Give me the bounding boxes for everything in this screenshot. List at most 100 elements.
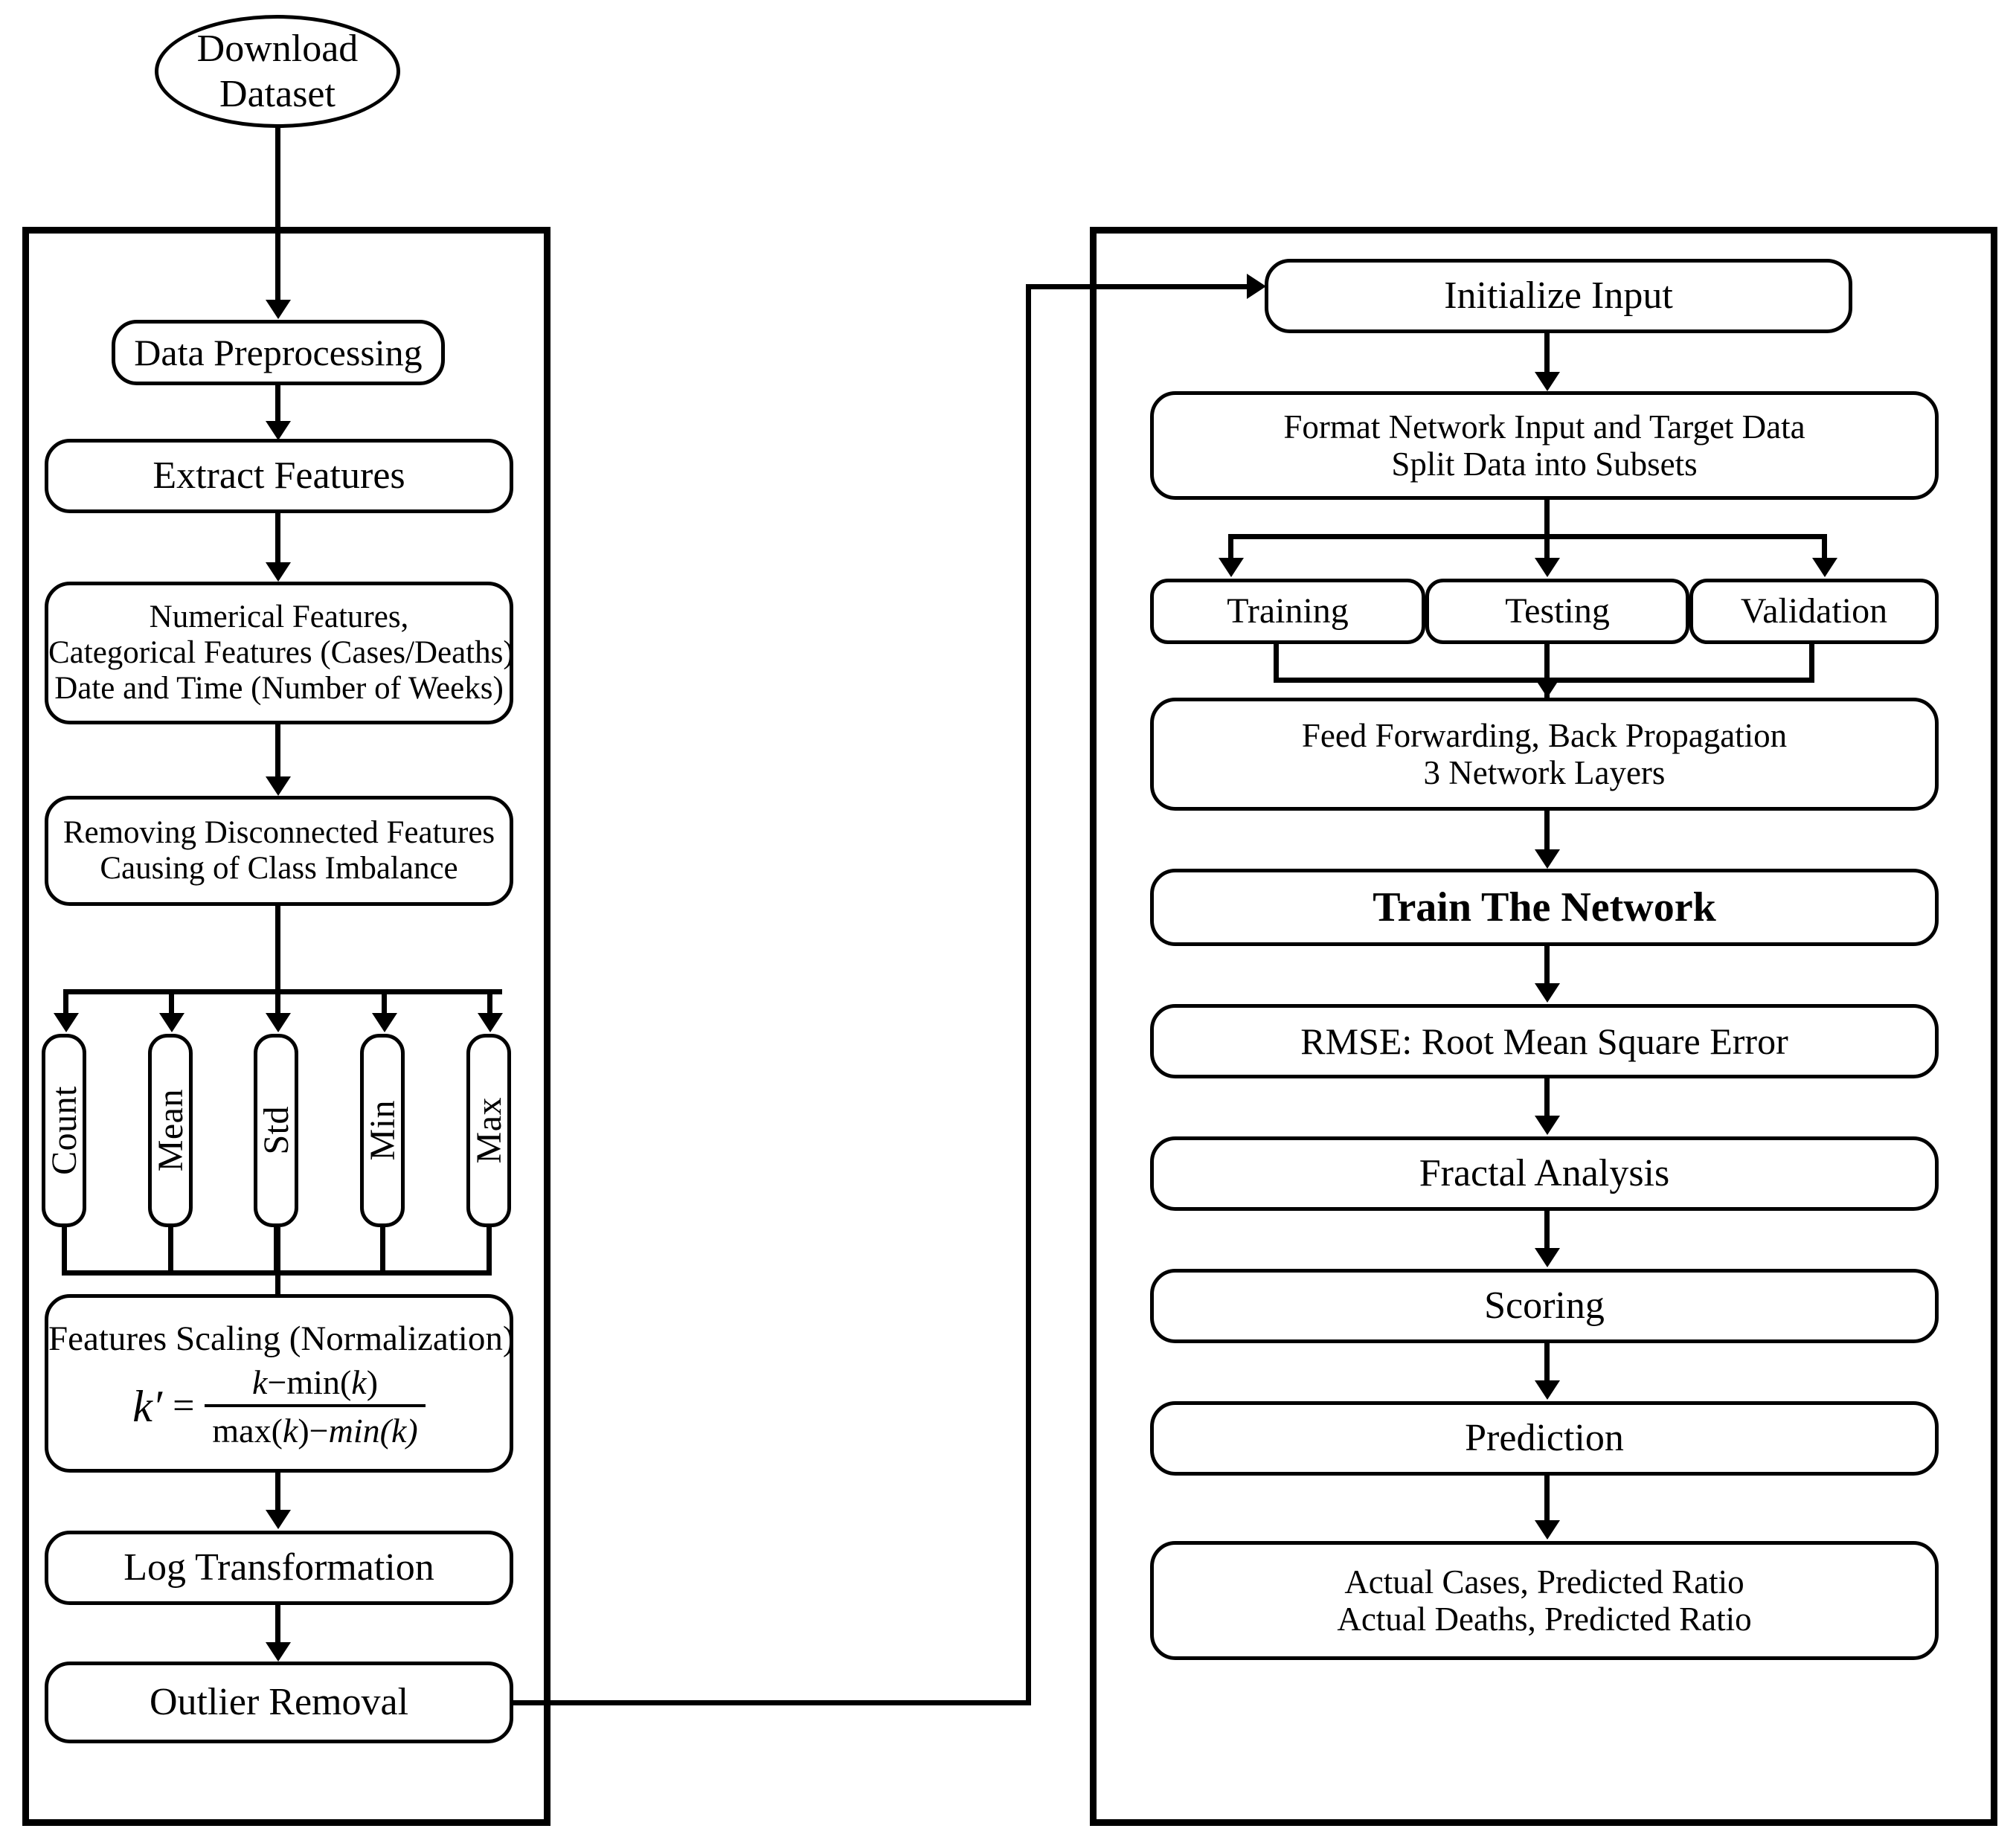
connector-prediction-to-results (1544, 1476, 1550, 1529)
arrow-to-initialize-input (1247, 274, 1266, 299)
connector-start-to-panel (275, 126, 280, 234)
formula-num-min-close: ) (366, 1363, 379, 1401)
stat-node-count: Count (42, 1034, 86, 1227)
arrow-to-validation (1812, 558, 1837, 577)
merge-from-min (380, 1227, 385, 1276)
node-outlier-removal: Outlier Removal (45, 1662, 513, 1743)
stat-node-mean: Mean (148, 1034, 193, 1227)
arrow-to-min (372, 1013, 397, 1032)
node-results: Actual Cases, Predicted Ratio Actual Dea… (1150, 1541, 1939, 1660)
node-format-network-input: Format Network Input and Target Data Spl… (1150, 391, 1939, 500)
connector-fractal-to-scoring (1544, 1211, 1550, 1257)
node-data-preprocessing-label: Data Preprocessing (134, 332, 423, 373)
connector-panel-to-preprocessing (275, 234, 280, 309)
formula-equals: = (173, 1385, 195, 1428)
node-fractal-analysis: Fractal Analysis (1150, 1136, 1939, 1211)
node-fractal-analysis-label: Fractal Analysis (1419, 1151, 1670, 1194)
crosslink-top-to-initialize (1026, 284, 1253, 289)
arrow-to-rmse (1535, 983, 1560, 1003)
normalization-formula: k′ = k−min(k) max(k)−min(k) (132, 1363, 426, 1450)
stat-node-max-label: Max (469, 1097, 509, 1164)
node-features-scaling: Features Scaling (Normalization) k′ = k−… (45, 1294, 515, 1473)
node-feedforward-line-2: 3 Network Layers (1423, 754, 1666, 791)
subset-split-bus (1228, 534, 1827, 539)
connector-log-to-outlier (275, 1605, 280, 1651)
crosslink-outlier-right (510, 1700, 1031, 1705)
branch-to-min (382, 989, 387, 1020)
stat-node-min-label: Min (362, 1100, 402, 1161)
node-extract-features-label: Extract Features (153, 454, 405, 497)
subset-node-training: Training (1150, 579, 1425, 644)
arrow-to-feature-types (266, 562, 291, 582)
arrow-to-log-transformation (266, 1510, 291, 1529)
connector-format-to-subset-bus (1544, 500, 1550, 538)
formula-lhs: k′ (132, 1381, 163, 1431)
merge-from-max (487, 1227, 492, 1276)
connector-initialize-to-format (1544, 333, 1550, 381)
merge-from-count (62, 1227, 67, 1276)
stat-node-mean-label: Mean (150, 1089, 190, 1172)
crosslink-vertical-up (1026, 284, 1031, 1703)
split-bus-top (63, 989, 502, 994)
node-scoring-label: Scoring (1484, 1284, 1605, 1327)
subset-node-validation-label: Validation (1740, 591, 1888, 631)
formula-den-minus: − (309, 1412, 329, 1450)
formula-den-max: max( (212, 1412, 283, 1450)
node-prediction: Prediction (1150, 1401, 1939, 1476)
merge-from-validation (1809, 644, 1814, 683)
node-feedforward-line-1: Feed Forwarding, Back Propagation (1301, 716, 1788, 754)
node-log-transformation-label: Log Transformation (123, 1546, 434, 1589)
node-removing-disconnected: Removing Disconnected Features Causing o… (45, 796, 513, 906)
connector-bus-to-scaling (275, 1227, 280, 1294)
subset-node-testing-label: Testing (1505, 591, 1610, 631)
connector-scoring-to-prediction (1544, 1343, 1550, 1389)
start-node-download-dataset: Download Dataset (155, 15, 400, 128)
formula-den-max-var: k (282, 1412, 298, 1450)
subset-node-testing: Testing (1425, 579, 1689, 644)
arrow-to-format-network-input (1535, 372, 1560, 391)
arrow-to-results (1535, 1520, 1560, 1540)
formula-num-minus: − (267, 1363, 287, 1401)
branch-to-count (63, 989, 68, 1020)
stat-node-max: Max (466, 1034, 511, 1227)
node-format-line-2: Split Data into Subsets (1391, 446, 1698, 483)
node-rmse: RMSE: Root Mean Square Error (1150, 1004, 1939, 1078)
arrow-to-feed-forward (1535, 678, 1560, 698)
branch-to-max (487, 989, 492, 1020)
node-outlier-removal-label: Outlier Removal (149, 1680, 409, 1723)
node-feature-types-line-1: Numerical Features, (149, 599, 409, 634)
node-features-scaling-label: Features Scaling (Normalization) (48, 1319, 515, 1359)
stat-node-min: Min (360, 1034, 405, 1227)
arrow-to-prediction (1535, 1380, 1560, 1400)
node-train-the-network: Train The Network (1150, 869, 1939, 946)
node-removing-line-2: Causing of Class Imbalance (100, 851, 458, 886)
connector-feature-types-to-removing (275, 724, 280, 785)
connector-preprocessing-to-extract (275, 385, 280, 430)
merge-from-mean (168, 1227, 173, 1276)
formula-num-k: k (252, 1363, 268, 1401)
node-removing-line-1: Removing Disconnected Features (62, 814, 495, 850)
formula-den-min-close: ) (406, 1412, 418, 1450)
node-prediction-label: Prediction (1465, 1416, 1624, 1459)
node-format-line-1: Format Network Input and Target Data (1283, 408, 1805, 446)
stat-node-std: Std (254, 1034, 298, 1227)
stat-node-std-label: Std (256, 1106, 296, 1155)
subset-node-validation: Validation (1689, 579, 1939, 644)
formula-numerator: k−min(k) (245, 1363, 385, 1405)
node-feature-types-line-3: Date and Time (Number of Weeks) (54, 671, 504, 707)
arrow-to-max (478, 1013, 503, 1032)
node-initialize-input: Initialize Input (1265, 259, 1852, 333)
connector-removing-to-bus (275, 906, 280, 994)
node-feed-forward-backprop: Feed Forwarding, Back Propagation 3 Netw… (1150, 698, 1939, 811)
arrow-to-removing-disconnected (266, 776, 291, 796)
node-initialize-input-label: Initialize Input (1444, 274, 1673, 317)
arrow-to-outlier-removal (266, 1642, 291, 1662)
node-train-the-network-label: Train The Network (1373, 884, 1716, 930)
start-node-line-2: Dataset (219, 73, 336, 115)
node-log-transformation: Log Transformation (45, 1531, 513, 1605)
formula-den-max-close: ) (298, 1412, 309, 1450)
connector-train-to-rmse (1544, 946, 1550, 992)
node-rmse-label: RMSE: Root Mean Square Error (1300, 1020, 1788, 1062)
arrow-to-extract-features (266, 421, 291, 440)
